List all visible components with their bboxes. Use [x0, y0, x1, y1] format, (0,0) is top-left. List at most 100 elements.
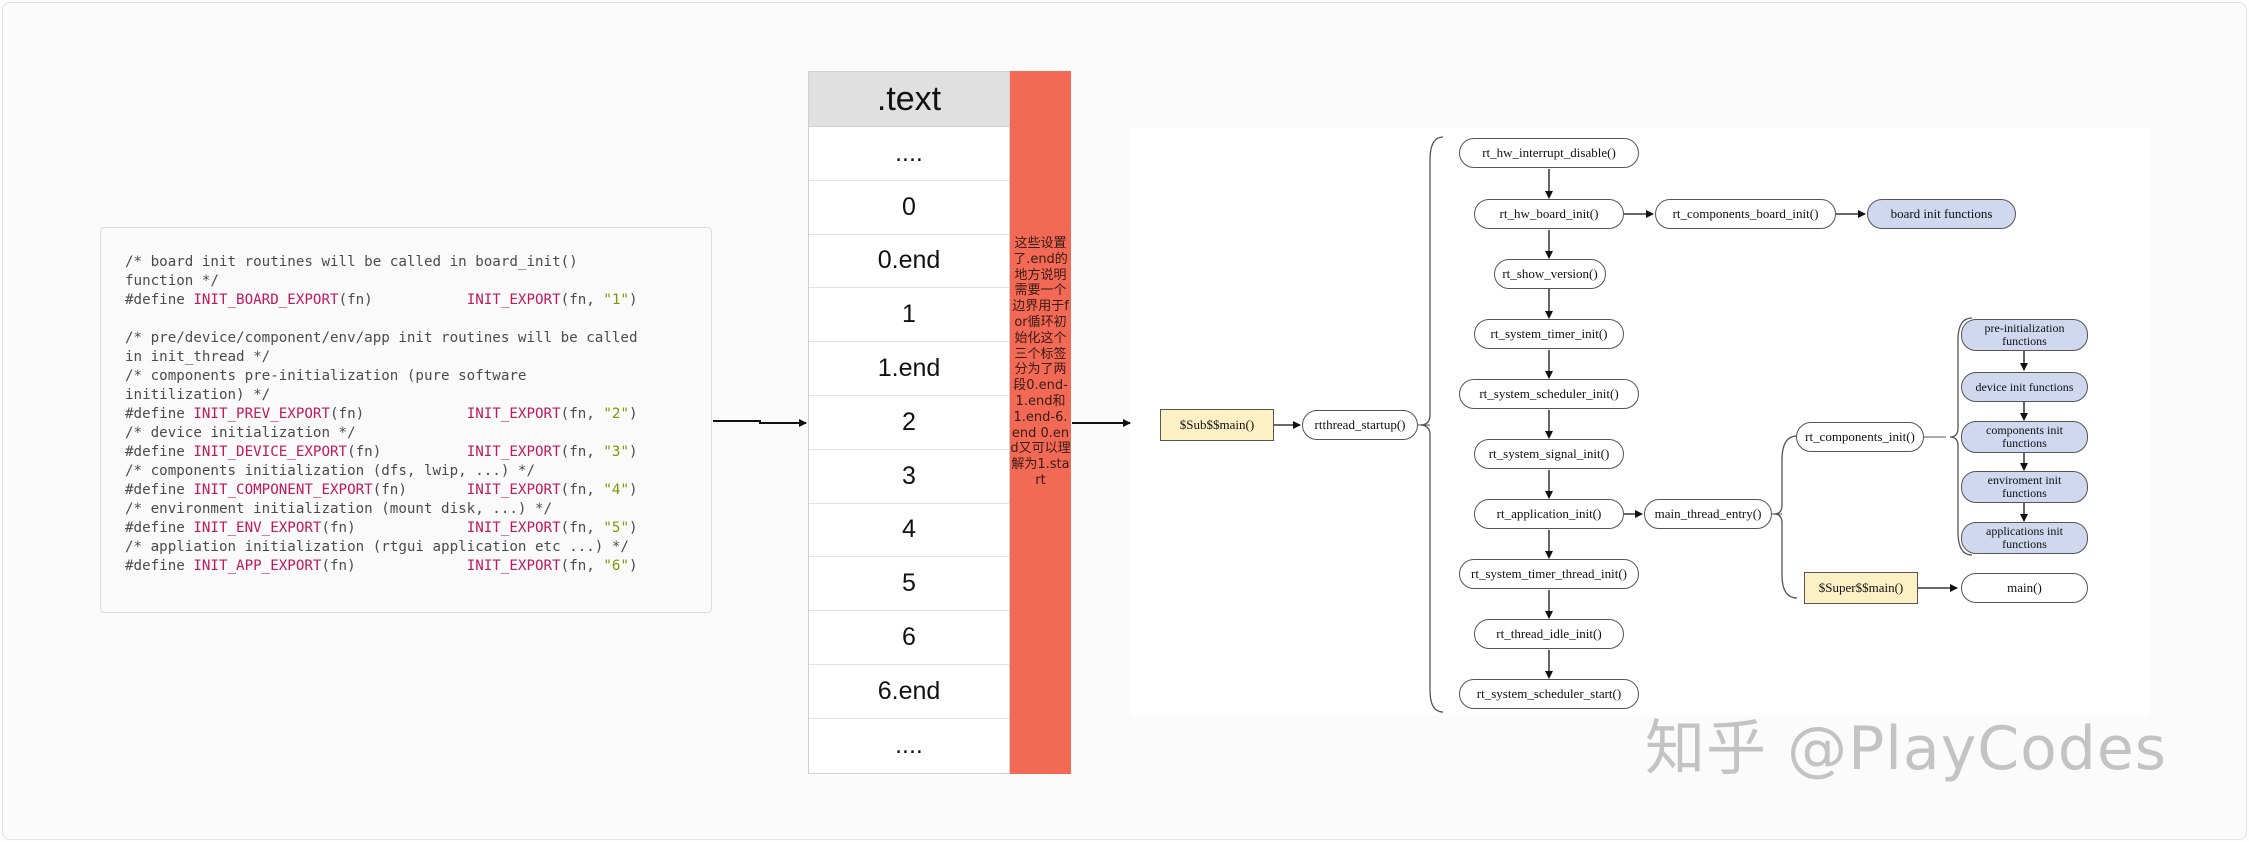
code-text: #define	[125, 292, 194, 308]
code-string: "1"	[603, 292, 629, 308]
text-section-row: 6	[809, 611, 1009, 665]
code-line: /* pre/device/component/env/app init rou…	[125, 329, 687, 348]
code-macro: INIT_EXPORT	[466, 292, 561, 308]
code-text: function */	[125, 273, 219, 289]
watermark: 知乎 @PlayCodes	[1645, 714, 2168, 784]
node-environment-init-functions: enviroment init functions	[1961, 471, 2088, 503]
code-text: )	[629, 482, 638, 498]
node-rt-system-timer-thread-init: rt_system_timer_thread_init()	[1459, 559, 1639, 589]
code-text: )	[629, 520, 638, 536]
node-components-init-functions: components init functions	[1961, 421, 2088, 453]
code-macro: INIT_EXPORT	[466, 444, 561, 460]
init-export-macros-code: /* board init routines will be called in…	[125, 253, 687, 576]
code-string: "3"	[603, 444, 629, 460]
code-line: /* components initialization (dfs, lwip,…	[125, 462, 687, 481]
code-text: #define	[125, 406, 194, 422]
code-line: /* device initialization */	[125, 424, 687, 443]
node-rt-system-timer-init: rt_system_timer_init()	[1474, 319, 1624, 349]
text-section-row: ....	[809, 127, 1009, 181]
text-section-row: 0.end	[809, 235, 1009, 289]
code-line: initilization) */	[125, 386, 687, 405]
code-macro: INIT_EXPORT	[466, 520, 561, 536]
node-main-thread-entry: main_thread_entry()	[1644, 499, 1772, 529]
code-text: /* board init routines will be called in…	[125, 254, 578, 270]
code-text: #define	[125, 444, 194, 460]
code-macro: INIT_EXPORT	[466, 482, 561, 498]
code-text: (fn,	[560, 444, 604, 460]
code-text: /* environment initialization (mount dis…	[125, 501, 553, 517]
components-brace	[1773, 435, 1798, 599]
code-line: #define INIT_COMPONENT_EXPORT(fn) INIT_E…	[125, 481, 687, 500]
code-text: #define	[125, 558, 194, 574]
code-text: (fn,	[560, 482, 604, 498]
node-main: main()	[1961, 573, 2088, 603]
code-to-memory-arrow	[713, 419, 807, 427]
code-text: (fn)	[321, 558, 467, 574]
code-macro: INIT_COMPONENT_EXPORT	[193, 482, 373, 498]
code-text: )	[629, 406, 638, 422]
text-section-row: 6.end	[809, 665, 1009, 719]
node-rtthread-startup: rtthread_startup()	[1302, 410, 1418, 440]
code-line: /* environment initialization (mount dis…	[125, 500, 687, 519]
boundary-note-bar	[1010, 71, 1071, 774]
text-section-row: 3	[809, 450, 1009, 504]
code-macro: INIT_APP_EXPORT	[193, 558, 322, 574]
node-rt-hw-board-init: rt_hw_board_init()	[1474, 199, 1624, 229]
code-text: in init_thread */	[125, 349, 271, 365]
startup-brace	[1419, 136, 1444, 713]
node-rt-system-signal-init: rt_system_signal_init()	[1474, 439, 1624, 469]
code-text: /* pre/device/component/env/app init rou…	[125, 330, 638, 346]
boundary-note-text: 这些设置了.end的地方说明需要一个边界用于for循环初始化这个三个标签分为了两…	[1010, 236, 1071, 488]
node-super-main: $Super$$main()	[1804, 572, 1918, 604]
text-section-header: .text	[809, 72, 1009, 127]
text-section-row: 5	[809, 557, 1009, 612]
code-text: #define	[125, 520, 194, 536]
code-line: function */	[125, 272, 687, 291]
code-text: )	[629, 292, 638, 308]
text-section-row: 1	[809, 288, 1009, 343]
code-line: #define INIT_BOARD_EXPORT(fn) INIT_EXPOR…	[125, 291, 687, 310]
code-panel: /* board init routines will be called in…	[100, 227, 712, 613]
node-applications-init-functions: applications init functions	[1961, 522, 2088, 554]
code-macro: INIT_ENV_EXPORT	[193, 520, 322, 536]
node-rt-system-scheduler-init: rt_system_scheduler_init()	[1459, 379, 1639, 409]
node-rt-hw-interrupt-disable: rt_hw_interrupt_disable()	[1459, 138, 1639, 168]
code-text: initilization) */	[125, 387, 271, 403]
code-string: "6"	[603, 558, 629, 574]
code-text: /* device initialization */	[125, 425, 356, 441]
text-section-row: 4	[809, 504, 1009, 558]
code-string: "2"	[603, 406, 629, 422]
code-macro: INIT_DEVICE_EXPORT	[193, 444, 348, 460]
code-macro: INIT_EXPORT	[466, 406, 561, 422]
code-text: (fn)	[338, 292, 467, 308]
code-line: in init_thread */	[125, 348, 687, 367]
node-rt-components-board-init: rt_components_board_init()	[1655, 199, 1836, 229]
node-rt-thread-idle-init: rt_thread_idle_init()	[1474, 619, 1624, 649]
node-device-init-functions: device init functions	[1961, 372, 2088, 402]
code-text: )	[629, 558, 638, 574]
code-text: (fn,	[560, 292, 604, 308]
text-section-row: ....	[895, 731, 923, 760]
code-string: "4"	[603, 482, 629, 498]
code-text: (fn,	[560, 406, 604, 422]
code-line: #define INIT_PREV_EXPORT(fn) INIT_EXPORT…	[125, 405, 687, 424]
node-pre-initialization-functions: pre-initialization functions	[1961, 319, 2088, 351]
code-line: /* board init routines will be called in…	[125, 253, 687, 272]
code-string: "5"	[603, 520, 629, 536]
node-rt-system-scheduler-start: rt_system_scheduler_start()	[1459, 679, 1639, 709]
code-line: /* components pre-initialization (pure s…	[125, 367, 687, 386]
code-line: #define INIT_APP_EXPORT(fn) INIT_EXPORT(…	[125, 557, 687, 576]
text-section-row: 0	[809, 181, 1009, 235]
text-section-row: 1.end	[809, 342, 1009, 396]
code-line: #define INIT_ENV_EXPORT(fn) INIT_EXPORT(…	[125, 519, 687, 538]
code-text: (fn)	[347, 444, 467, 460]
node-rt-show-version: rt_show_version()	[1494, 259, 1606, 289]
node-sub-main: $Sub$$main()	[1160, 409, 1274, 441]
code-text: (fn)	[321, 520, 467, 536]
node-rt-components-init: rt_components_init()	[1796, 422, 1924, 452]
code-line: /* appliation initialization (rtgui appl…	[125, 538, 687, 557]
code-text: /* components pre-initialization (pure s…	[125, 368, 527, 384]
init-functions-brace	[1949, 317, 1973, 556]
